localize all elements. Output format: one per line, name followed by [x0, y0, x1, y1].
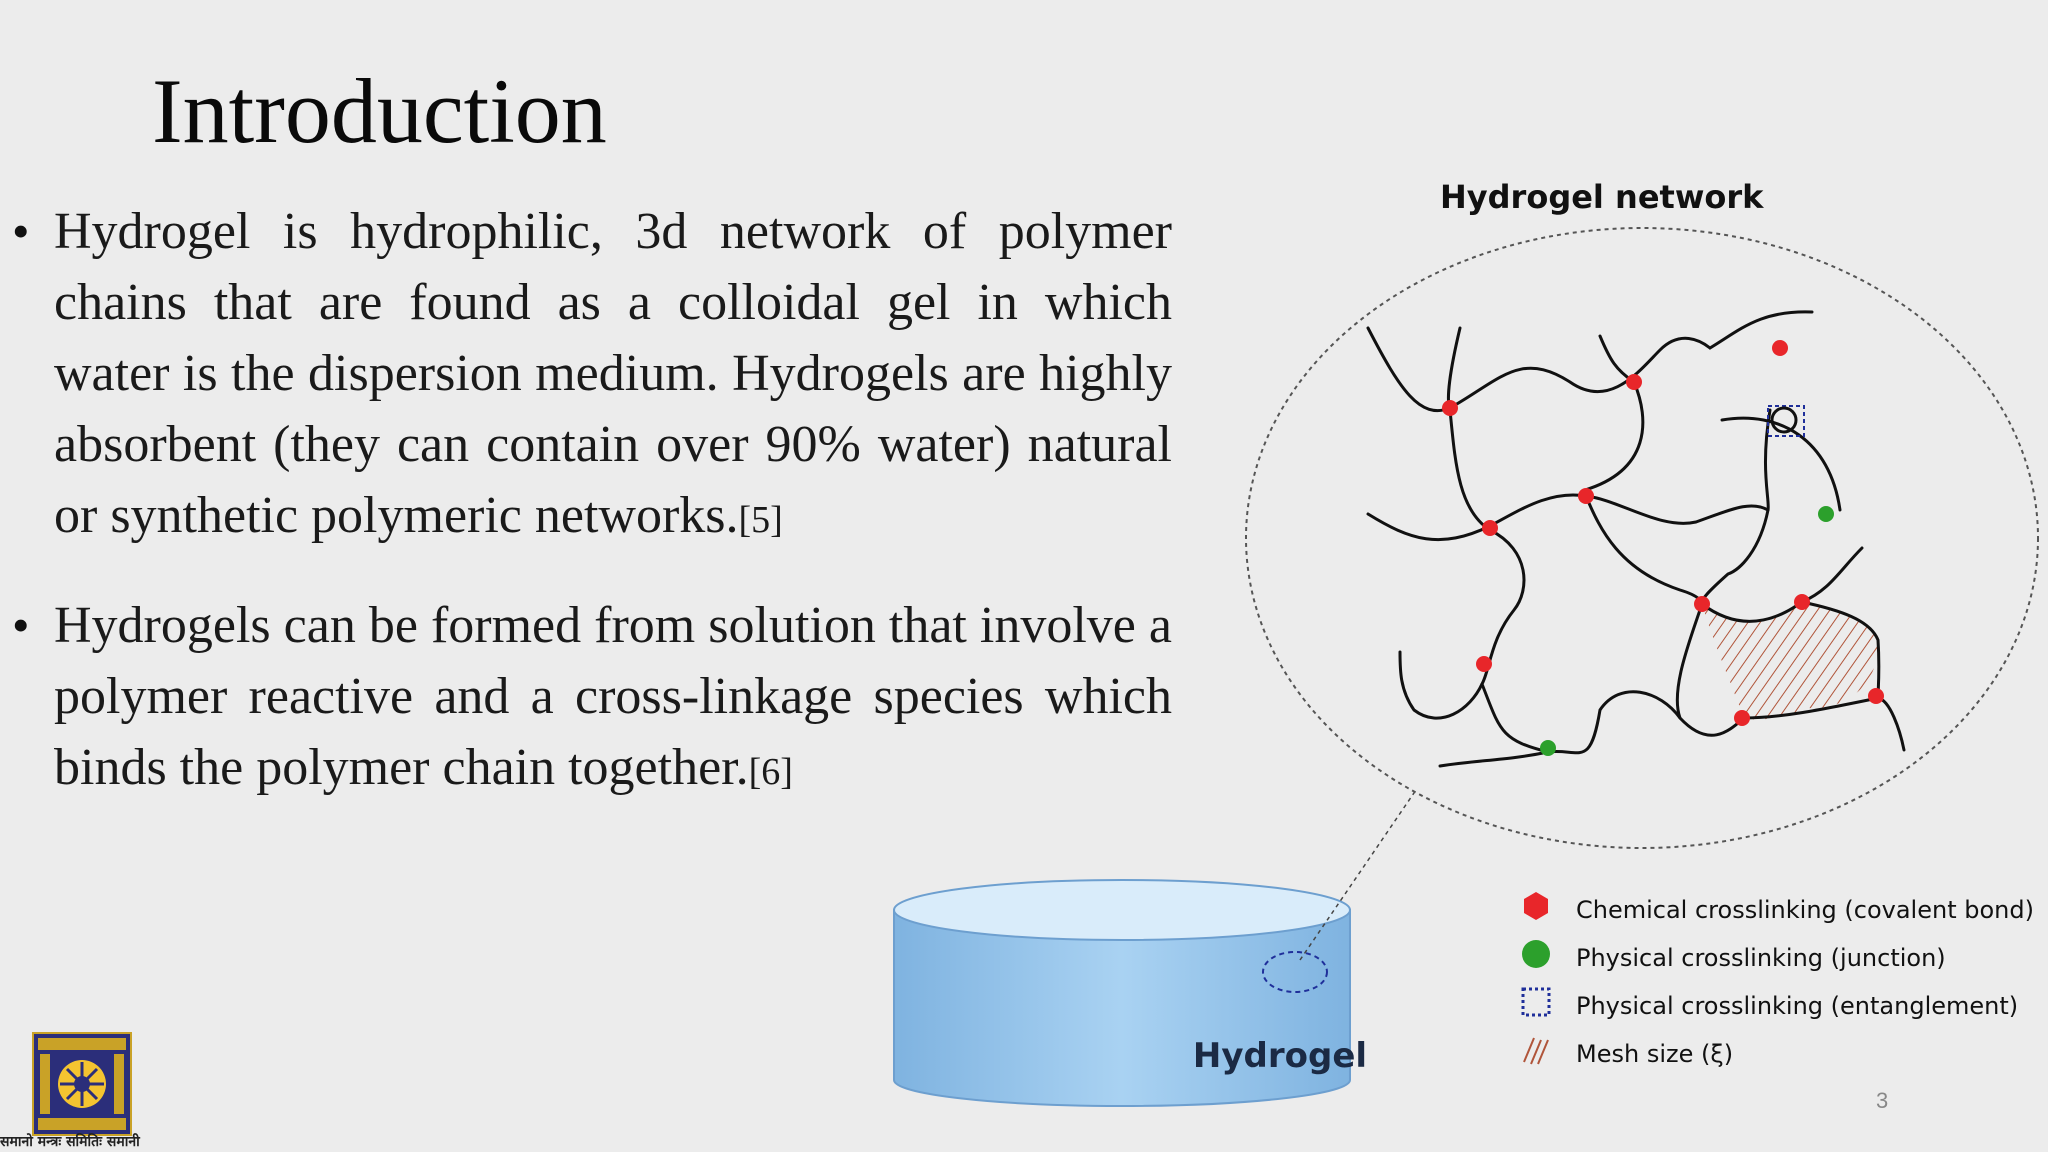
- legend-label: Mesh size (ξ): [1576, 1040, 1734, 1068]
- dotted-square-icon: [1521, 987, 1551, 1017]
- figure-title: Hydrogel network: [1440, 178, 1764, 216]
- chemical-crosslinks: [1442, 340, 1884, 726]
- hydrogel-label: Hydrogel: [1192, 1036, 1368, 1076]
- legend-label: Physical crosslinking (junction): [1576, 944, 1946, 972]
- bullet-text: Hydrogels can be formed from solution th…: [54, 597, 1172, 796]
- hydrogel-figure: Hydrogel network Hydrogel Chemical cross…: [880, 170, 2048, 1130]
- legend-label: Physical crosslinking (entanglement): [1576, 992, 2019, 1020]
- bullet-item: • Hydrogel is hydrophilic, 3d network of…: [12, 196, 1172, 556]
- citation-ref: [5]: [738, 499, 783, 541]
- hatch-icon: [1523, 1037, 1549, 1065]
- green-circle-icon: [1522, 940, 1550, 968]
- bullet-item: • Hydrogels can be formed from solution …: [12, 590, 1172, 808]
- bullet-dot-icon: •: [12, 203, 30, 259]
- entanglement-marker: [1767, 405, 1805, 437]
- citation-ref: [6]: [748, 751, 793, 793]
- hydrogel-container: [893, 879, 1351, 1107]
- zoom-circle: [1245, 227, 2039, 849]
- logo-motto: समानो मन्त्रः समितिः समानी: [0, 1134, 140, 1150]
- university-logo: [32, 1032, 132, 1136]
- slide-title: Introduction: [152, 60, 607, 162]
- bullet-text: Hydrogel is hydrophilic, 3d network of p…: [54, 203, 1172, 544]
- red-hexagon-icon: [1524, 892, 1548, 920]
- mesh-size-area: [1702, 602, 1879, 720]
- legend-label: Chemical crosslinking (covalent bond): [1576, 896, 2034, 924]
- slide-number: 3: [1876, 1088, 1889, 1113]
- bullet-list: • Hydrogel is hydrophilic, 3d network of…: [12, 196, 1172, 808]
- physical-junctions: [1540, 506, 1834, 756]
- hydrogel-network-diagram: [893, 227, 2039, 1107]
- bullet-dot-icon: •: [12, 597, 30, 653]
